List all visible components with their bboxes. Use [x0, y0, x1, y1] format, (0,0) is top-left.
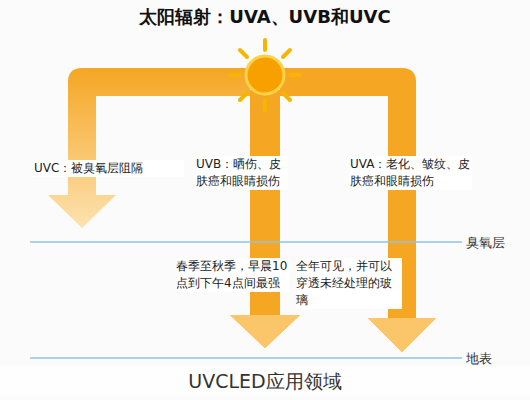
uva-arrow [280, 68, 436, 352]
title: 太阳辐射：UVA、UVB和UVC [40, 8, 490, 25]
ground-label: 地表 [466, 350, 526, 367]
uvb-arrow [230, 90, 300, 348]
uvb-arrowhead [230, 315, 300, 348]
uva-note: UVA：老化、皱纹、皮肤癌和眼睛损伤 [350, 156, 472, 190]
uvb-note: UVB：晒伤、皮肤癌和眼睛损伤 [196, 156, 288, 190]
caption: UVCLED应用领域 [0, 366, 530, 396]
ground-line [30, 357, 462, 359]
uvc-arrow [48, 68, 250, 228]
ozone-label: 臭氧层 [466, 234, 526, 251]
sun-icon [230, 40, 300, 110]
uva-glass-note: 全年可见，并可以穿透未经处理的玻璃 [296, 258, 402, 309]
uva-arrowhead [368, 318, 436, 352]
ozone-line [30, 241, 462, 243]
uvc-note: UVC：被臭氧层阻隔 [34, 160, 184, 177]
uvb-time-note: 春季至秋季，早晨10点到下午4点间最强 [176, 258, 290, 292]
